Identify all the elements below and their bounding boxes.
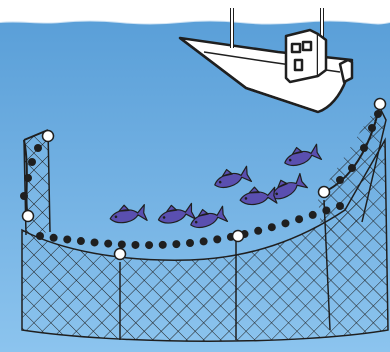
boat-cabin [284,28,320,84]
sinker-dot [295,215,304,224]
sinker-dot [254,226,263,235]
sinker-dot [336,176,344,184]
sinker-dot [348,164,356,172]
sinker-dot [368,124,376,132]
float-buoy [373,97,387,111]
fish-icon [271,172,309,200]
fish-icon [109,204,148,224]
fishing-boat [178,8,354,114]
float-buoy [21,209,35,223]
sinker-dot [104,239,113,248]
cabin-window [290,42,302,54]
float-buoy [231,229,245,243]
sinker-dot [63,235,72,244]
sinker-dot [24,174,32,182]
sinker-dot [131,240,140,249]
float-buoy [317,185,331,199]
sinker-dot [360,144,368,152]
float-buoy [41,129,55,143]
sinker-dot [34,144,42,152]
fish-icon [190,205,229,228]
sinker-dot [90,238,99,247]
sinker-dot [281,219,290,228]
sinker-dot [186,239,194,247]
sinker-dot [336,202,344,210]
sinker-dot [36,232,44,240]
sinker-dot [308,210,317,219]
sinker-dot [267,223,276,232]
net-floats [21,97,387,261]
sinker-dot [49,233,58,242]
sinker-dot [76,237,85,246]
fish-icon [239,186,278,206]
sinker-dot [322,206,331,215]
fish-icon [284,143,323,166]
float-buoy [113,247,127,261]
sinker-dot [374,110,382,118]
boat-stern-post [338,58,354,84]
sinker-dot [28,158,36,166]
sinker-dot [172,240,181,249]
fish-school [109,143,323,228]
fish-icon [157,202,196,224]
sinker-dot [158,240,167,249]
sinker-dot [20,192,28,200]
fish-icon [214,165,253,188]
sinker-dot [117,240,126,249]
water-surface-line [0,19,390,25]
sinker-dot [213,235,222,244]
sinker-dot [199,237,208,246]
sinker-dot [145,241,154,250]
